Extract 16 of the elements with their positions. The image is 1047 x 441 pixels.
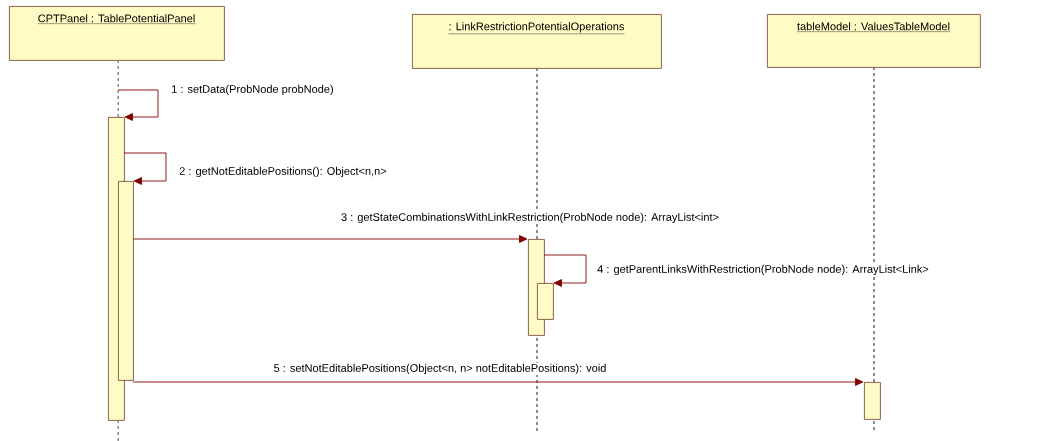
message-arrow (543, 254, 587, 287)
message-label: 3 : getStateCombinationsWithLinkRestriction(ProbNode node): ArrayList<int> (340, 211, 721, 225)
message-arrow (117, 89, 159, 121)
message-label: 1 : setData(ProbNode probNode) (170, 83, 335, 97)
message-arrow (132, 235, 528, 243)
object-box: : LinkRestrictionPotentialOperations (412, 14, 662, 69)
message-label: 5 : setNotEditablePositions(Object<n, n> notEditablePositions): void (272, 362, 608, 376)
message-arrow (123, 152, 167, 185)
object-box: tableModel : ValuesTableModel (767, 14, 981, 68)
message-arrow (132, 378, 864, 386)
activation-bar (118, 181, 134, 381)
message-label: 2 : getNotEditablePositions(): Object<n,n> (178, 165, 388, 179)
activation-bar (864, 382, 881, 420)
message-label: 4 : getParentLinksWithRestriction(ProbNode node): ArrayList<Link> (596, 263, 930, 277)
object-box: CPTPanel : TablePotentialPanel (9, 6, 225, 61)
activation-bar (537, 283, 554, 320)
